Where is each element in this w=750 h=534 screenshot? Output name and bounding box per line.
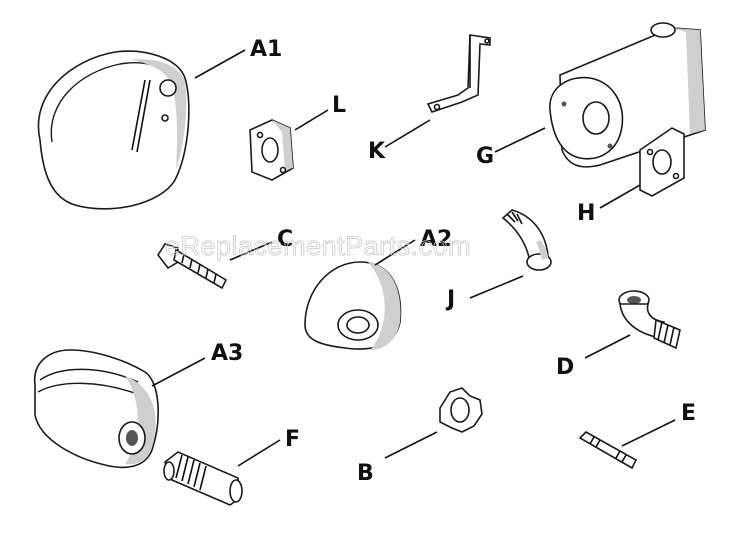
leader-j [469,275,524,299]
part-a2-cone [304,261,402,350]
leader-f [237,439,281,467]
label-c: C [277,227,293,252]
part-d-elbow [618,290,681,350]
label-f: F [285,427,300,452]
label-b: B [357,461,374,486]
leader-k [384,119,431,148]
part-a1-cover [37,50,190,210]
leader-c [229,241,273,261]
leader-a1 [194,49,246,79]
watermark-text: eReplacementParts.com [165,231,471,261]
label-e: E [681,401,696,426]
label-k: K [368,139,386,164]
part-j-elbow [501,209,552,271]
leader-a3 [151,357,206,387]
part-e-stud [578,431,638,470]
label-a2: A2 [420,227,452,252]
leader-h [599,184,641,209]
label-g: G [476,144,494,169]
leader-d [584,334,631,359]
label-a3: A3 [211,341,243,366]
label-l: L [332,93,346,118]
part-l-flange [249,119,294,181]
label-h: H [577,201,595,226]
part-b-locknut [439,387,483,433]
label-a1: A1 [250,37,282,62]
part-a3-canister [33,349,159,469]
leader-l [294,109,329,131]
leader-b [384,431,438,459]
leader-g [494,127,546,153]
part-k-bracket [426,34,491,113]
label-d: D [556,355,574,380]
part-f-nipple [163,451,243,506]
part-c-bolt [157,243,228,290]
label-j: J [445,287,455,312]
leader-e [621,419,676,447]
leader-a2 [374,239,416,266]
part-h-gasket [639,127,685,197]
